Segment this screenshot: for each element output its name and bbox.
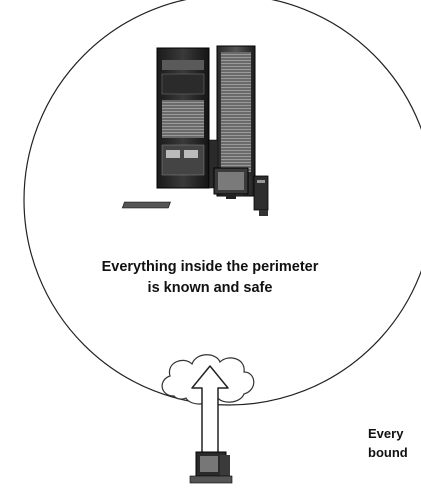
perimeter-caption-line-1: Everything inside the perimeter [102,259,319,275]
remote-computer-icon [190,452,232,483]
outside-caption-line-2: bound [368,445,408,460]
outside-caption: Every bound [368,424,408,462]
outside-caption-line-1: Every [368,426,403,441]
perimeter-caption: Everything inside the perimeter is known… [60,257,360,299]
perimeter-caption-line-2: is known and safe [148,280,273,296]
